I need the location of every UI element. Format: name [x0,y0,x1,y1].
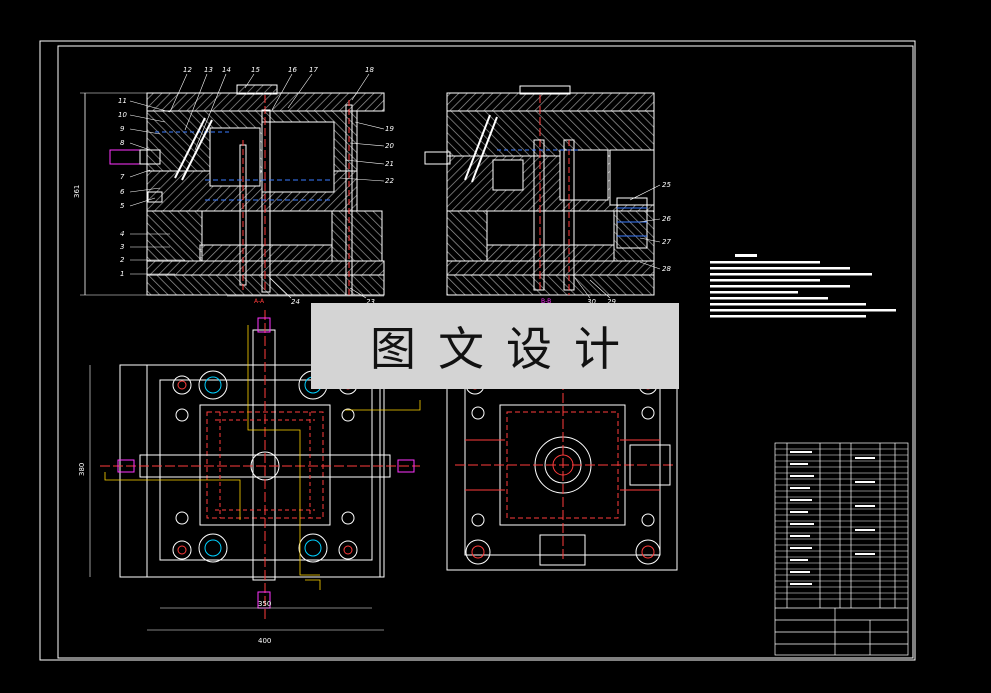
label-20: 20 [385,142,394,150]
section-mark-2: B-B [541,298,551,305]
label-11: 11 [118,97,127,105]
label-25: 25 [662,181,671,189]
label-8: 8 [120,139,125,147]
plan-view-right [446,364,678,571]
plan-view-left [89,310,421,631]
label-24: 24 [291,298,300,306]
label-21: 21 [385,160,394,168]
part-labels-view2: 25 26 27 28 30 29 [587,181,671,306]
front-section-view [80,84,385,297]
label-7: 7 [120,173,125,181]
label-30: 30 [587,298,596,306]
label-27: 27 [662,238,671,246]
dimension-width-outer: 400 [258,637,271,645]
label-23: 23 [366,298,375,306]
dimension-width-inner: 350 [258,600,271,608]
label-29: 29 [607,298,616,306]
leader-lines-front [129,73,385,299]
dimension-plan-height: 380 [78,463,86,476]
section-mark-1: A-A [254,298,265,305]
label-5: 5 [120,202,125,210]
label-19: 19 [385,125,394,133]
label-10: 10 [118,111,127,119]
label-12: 12 [183,66,192,74]
part-labels-bottom: 24 23 [291,298,375,306]
label-28: 28 [662,265,671,273]
part-labels-right: 19 20 21 22 [385,125,394,185]
label-4: 4 [120,230,124,238]
watermark-text: 图文设计 [370,322,642,376]
watermark-banner: 图文设计 [311,303,679,389]
label-17: 17 [309,66,318,74]
label-22: 22 [385,177,394,185]
part-labels-left: 1 2 3 4 5 6 7 8 9 10 11 [118,97,127,278]
label-26: 26 [662,215,671,223]
label-15: 15 [251,66,260,74]
label-1: 1 [120,270,124,278]
leader-lines-side [574,184,661,299]
parts-list-table [774,442,909,656]
label-16: 16 [288,66,297,74]
technical-notes [710,254,896,318]
label-2: 2 [120,256,125,264]
parts-list-rows [775,448,908,600]
side-section-view [424,85,655,296]
label-13: 13 [204,66,213,74]
part-labels-top: 12 13 14 15 16 17 18 [183,66,374,74]
label-6: 6 [120,188,125,196]
drawing-frame-outer [39,40,916,661]
label-18: 18 [365,66,374,74]
dimension-height: 361 [73,185,81,198]
label-14: 14 [222,66,231,74]
label-3: 3 [120,243,124,251]
drawing-frame-inner [57,45,914,659]
label-9: 9 [120,125,125,133]
